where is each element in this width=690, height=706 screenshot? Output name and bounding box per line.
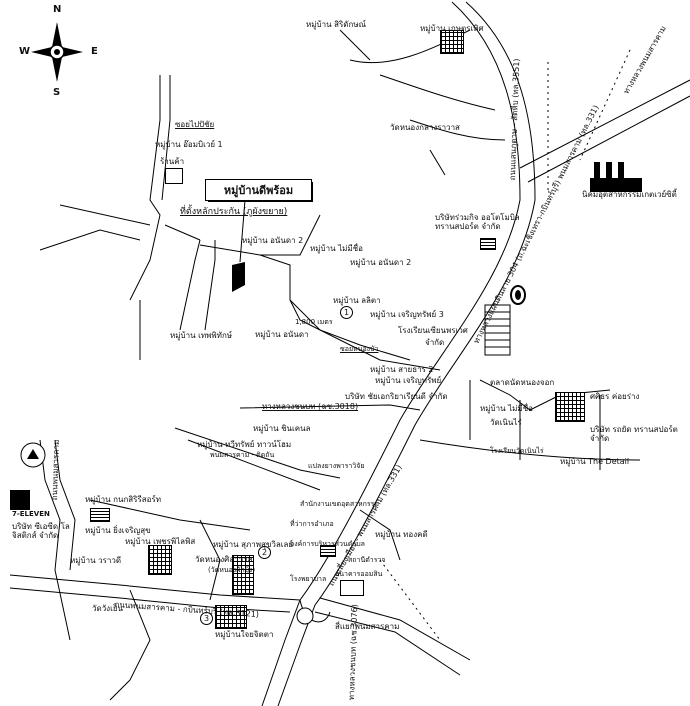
label-chonburi: ศศิธร ค่อยร่าง [590,392,640,401]
label-seven-eleven: 7-ELEVEN [12,510,50,518]
label-shop: ร้านค้า [160,157,185,166]
compass-rose-icon [31,22,83,82]
label-soi-nongkrat: สี่แยกพนมสารคาม [335,622,400,631]
label-mb-phaya: หมู่บ้าน วราวดี [70,556,122,565]
label-chachoeng: ทางหลวงชนบท (ฉช.3018) [262,402,359,411]
label-tepsin: หมู่บ้าน เทพพิทักษ์ [170,331,233,340]
label-mb-amanphan: หมู่บ้าน ยิ่งเจริญสุข [85,526,151,535]
label-wat-nonghom2: (วัดหนองผักบุ้ง) [208,566,256,574]
label-company-tree: บริษัท ชัยเอกริยาเรียนดี จำกัด [345,392,448,401]
factory-icon [590,162,642,192]
marker-1: 1 [340,306,353,319]
office-icon [320,545,336,557]
compass-w: W [19,46,31,57]
label-wat-nongkri: วัดเนินไร่ [490,418,522,427]
label-mb-pipit: หมู่บ้าน เพชรพิไลพิส [125,537,196,546]
building-kaya [90,508,110,522]
label-yanida2b: หมู่บ้าน อนันดา 2 [350,258,412,267]
label-road-left-vert: ถนนพนมสารคาม [49,439,62,501]
compass-e: E [91,46,98,57]
label-office1: สำนักงานเขตอุตสาหกรรม [300,500,380,508]
label-yanida: หมู่บ้าน อนันดา [255,330,309,339]
label-lalita: หมู่บ้าน ลลิตา [333,296,381,305]
building-surakit [232,555,254,595]
label-mb-phumchit: หมู่บ้านใจยจิตตา [215,630,274,639]
label-jamkat: จำกัด [425,338,445,347]
emblem-icon [20,442,46,468]
marker-2: 2 [258,546,271,559]
building-pipit [148,545,172,575]
compass-s: S [53,87,61,98]
label-sahaphat: นิคมอุตสาหกรรมเกตเวย์ซิตี้ [582,190,677,199]
subtitle: ที่ตั้งหลักประกัน (ภูผังขยาย) [180,207,288,217]
label-office3: องค์การบริหารส่วนตำบล [290,540,365,548]
label-police: สถานีตำรวจ [348,556,386,564]
label-ambassador: แปลงยางพาราวิจัย [308,462,365,470]
label-wat-nong-klang: วัดหนองกลางราวาส [390,123,460,132]
label-charoen3: หมู่บ้าน เจริญทรัพย์ 3 [370,310,444,319]
label-mb-nong: หมู่บ้าน ทองคดี [375,530,428,539]
map-title: หมู่บ้านดีพร้อม [205,179,312,201]
subject-plot-marker [232,262,245,292]
seven-eleven-icon [10,490,30,510]
main-highway-west-edge [261,1,521,706]
label-school3: โรงเรียนวัดเนินไร่ [490,447,544,455]
label-office2: ที่ว่าการอำเภอ [290,520,334,528]
label-mb-surakit: หมู่บ้าน สุภาพสุขวิลเลย์ [213,540,294,549]
temple-emblem-icon [510,285,526,305]
label-company-kk: บริษัท ซีเอซีด โลจิสติกส์ จำกัด [12,522,70,540]
label-mai-sri: หมู่บ้าน ไม่มีชื่อ [310,244,363,253]
label-market: ตลาดนัดหนองจอก [490,378,555,387]
label-mb-detail: หมู่บ้าน The Detail [560,457,630,466]
label-soi-pipat: ซอยไปปัชัย [175,120,215,129]
bank-icon [340,580,364,596]
label-soi-nongbua: ซอยหนองบัว [340,345,379,353]
building-detail [555,392,585,422]
label-distance: 1,800 เมตร [295,318,333,326]
label-mb-mai: หมู่บ้าน ไม่มีชื่อ [480,404,533,413]
building-kaset [440,30,464,54]
marker-3: 3 [200,612,213,625]
road-northeast-1 [519,79,690,169]
label-sirin: หมู่บ้าน สิริดักษณ์ [306,20,367,29]
label-hospital: โรงพยาบาล [290,575,327,583]
main-highway-east-edge [277,1,536,706]
road-northeast-2 [527,95,690,183]
label-mb-bay: หมู่บ้าน อ๊อมบิเวย์ 1 [155,140,223,149]
label-yanida2: หมู่บ้าน อนันดา 2 [242,236,304,245]
shop-icon [165,168,183,184]
label-charoen: หมู่บ้าน เจริญทรัพย์ [375,376,442,385]
label-company-r: บริษัท รถยัด ทรานสปอร์ต จำกัด [590,425,678,443]
label-school: บริษัทร่วมกิจ ออโตโมบิล ทรานสปอร์ต จำกัด [435,213,520,231]
label-mb-thawee2: พนมสารคาม - ติดถัน [210,451,275,459]
label-kaset: หมู่บ้าน เกษตรเทิศ [420,24,484,33]
label-wat-lum: วัดวังเย็น [92,604,123,613]
company-icon [480,238,496,250]
label-bank: ธนาคารออมสิน [335,570,383,578]
label-mb-kaya: หมู่บ้าน กนกสิริรีสอร์ท [85,495,162,504]
label-mb-thawee: หมู่บ้าน ทวีทรัพย์ ทาวน์โฮม [197,440,292,449]
compass-n: N [53,4,62,15]
label-mb-chin: หมู่บ้าน ชินเคนล [253,424,311,433]
building-phumchit [215,605,247,629]
label-wat-nonghom: วัดหนองศิลาวาส [195,555,253,564]
label-saitan: หมู่บ้าน สายธาร 2 [370,365,434,374]
label-school2: โรงเรียนเซียนพรเวศ [398,326,468,335]
